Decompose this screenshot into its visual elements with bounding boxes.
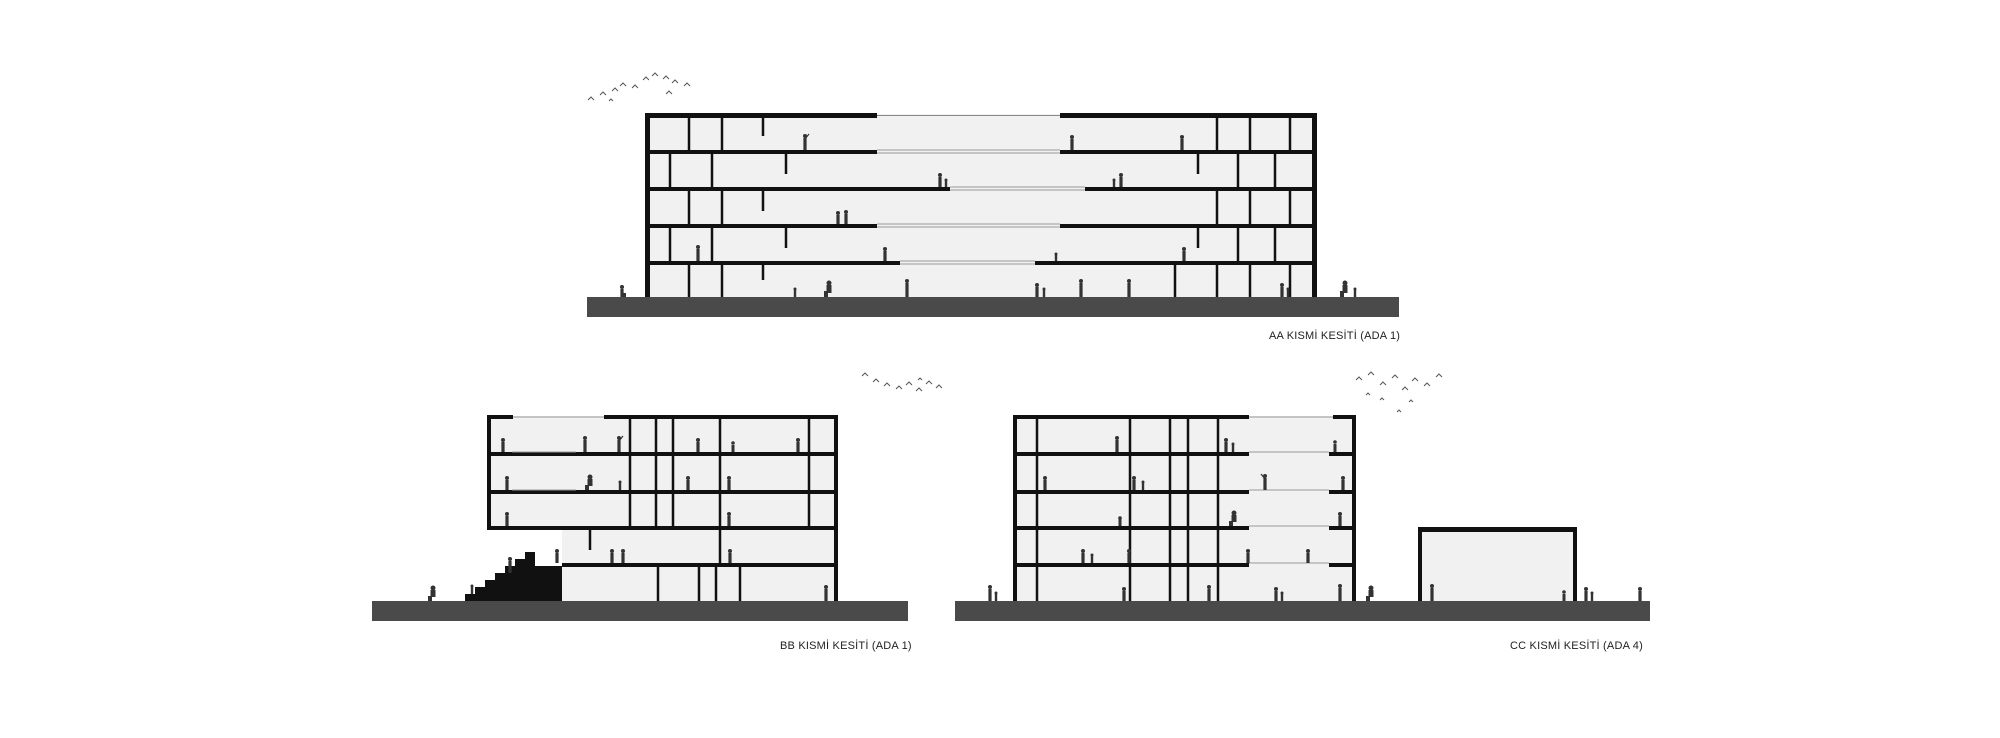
section-caption-aa: AA KISMİ KESİTİ (ADA 1) (1269, 330, 1401, 342)
people-bb (428, 435, 828, 601)
section-aa (587, 72, 1399, 317)
partitions-aa (668, 116, 1292, 297)
section-bb (372, 372, 943, 621)
people-aa (620, 133, 1357, 297)
birds-bb (861, 372, 943, 392)
ground-aa (587, 297, 1399, 317)
birds-cc (1355, 371, 1443, 413)
ground-bb (372, 601, 908, 621)
section-caption-bb: BB KISMİ KESİTİ (ADA 1) (780, 640, 912, 652)
section-caption-cc: CC KISMİ KESİTİ (ADA 4) (1510, 640, 1643, 652)
stair-bb (465, 552, 562, 601)
section-cc (955, 371, 1650, 621)
birds-aa (587, 72, 691, 102)
floor-slabs-aa (645, 150, 1317, 265)
ground-cc (955, 601, 1650, 621)
pavilion-cc (1418, 527, 1577, 601)
building-aa-fill (647, 114, 1315, 297)
people-cc (988, 436, 1642, 601)
